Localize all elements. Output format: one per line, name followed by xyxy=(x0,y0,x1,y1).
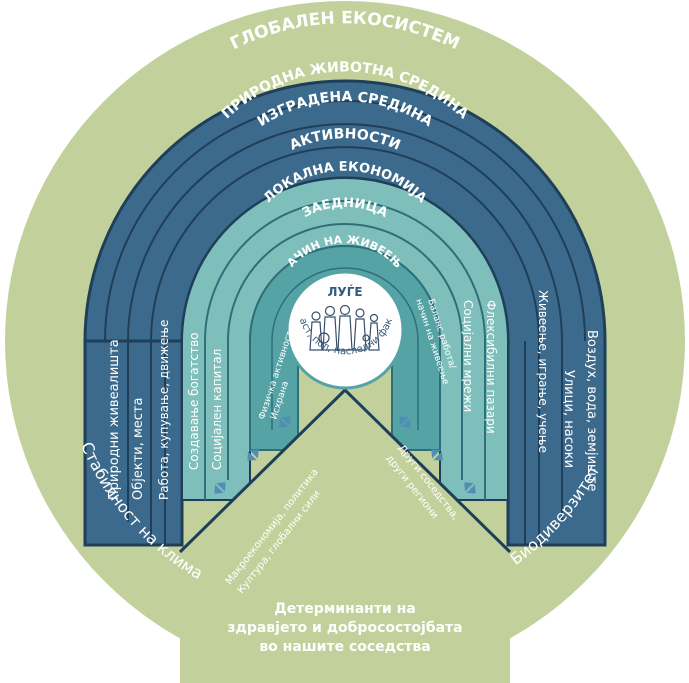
bottom-caption: Детерминанти на здравјето и добросостојб… xyxy=(227,601,462,655)
caption-line-2: здравјето и добросостојбата xyxy=(227,620,462,636)
left-label-work-shop-move: Работа, купување, движење xyxy=(157,320,171,500)
right-label-streets-routes: Улици, насоки xyxy=(561,370,576,468)
double-arrow-icon xyxy=(279,416,291,428)
people-circle xyxy=(285,270,405,390)
right-label-flexible-markets: Флексибилни пазари xyxy=(484,300,498,434)
double-arrow-icon xyxy=(464,482,476,494)
right-label-air-water-land: Воздух, вода, земјиште xyxy=(584,330,599,492)
right-arrow-icons xyxy=(399,416,476,494)
people-group-icon xyxy=(309,304,380,351)
left-arrow-icons xyxy=(214,416,291,494)
double-arrow-icon xyxy=(399,416,411,428)
double-arrow-icon xyxy=(214,482,226,494)
caption-line-1: Детерминанти на xyxy=(274,601,416,617)
left-label-natural-habitats: Природни живеалишта xyxy=(107,339,122,500)
left-label-buildings-places: Објекти, места xyxy=(131,398,146,501)
center-title: ЛУЃЕ xyxy=(327,284,362,299)
right-label-social-networks: Социјални мрежи xyxy=(461,300,475,412)
left-label-social-capital: Социјален капитал xyxy=(210,349,224,470)
caption-line-3: во нашите соседства xyxy=(259,639,430,655)
double-arrow-icon xyxy=(431,449,443,461)
right-label-live-play-learn: Живеење, играње, учење xyxy=(536,290,550,453)
double-arrow-icon xyxy=(247,449,259,461)
determinants-wedge xyxy=(180,390,510,683)
left-label-wealth-creation: Создавање богатство xyxy=(187,332,201,470)
